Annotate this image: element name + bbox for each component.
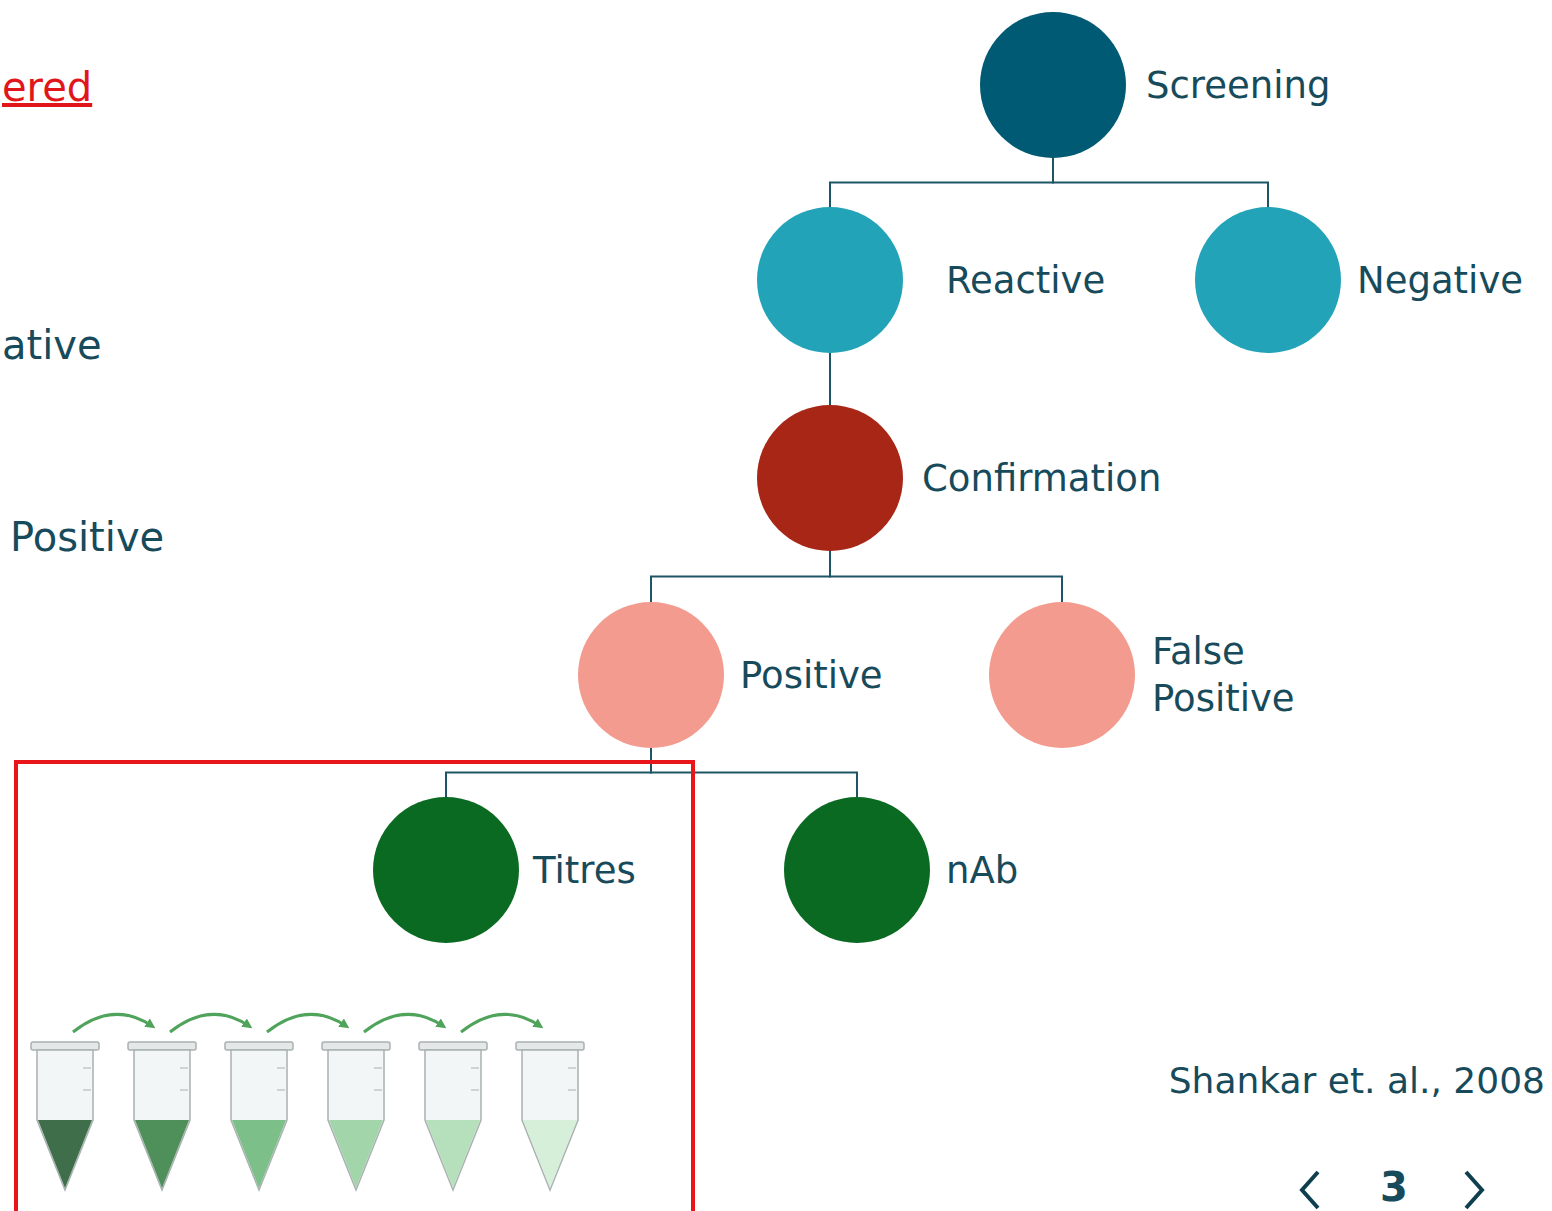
tree-node: False Positive (989, 602, 1346, 748)
citation: Shankar et. al., 2008 (1169, 1060, 1545, 1101)
tree-node: Screening (980, 12, 1334, 158)
node-circle (989, 602, 1135, 748)
node-label: Titres (533, 847, 636, 894)
highlight-frame (16, 762, 693, 1211)
slide-text: Positive (10, 514, 164, 560)
node-circle (980, 12, 1126, 158)
transfer-arrow (170, 1014, 249, 1032)
node-label: nAb (946, 847, 1018, 894)
tube (322, 1042, 390, 1190)
tube (31, 1042, 99, 1190)
node-label: Confirmation (922, 455, 1161, 502)
tree-connector (446, 748, 651, 797)
tree-connector (829, 353, 831, 405)
node-label: Screening (1146, 62, 1330, 109)
tree-node: Titres (373, 797, 640, 943)
node-circle (784, 797, 930, 943)
transfer-arrow (461, 1014, 540, 1032)
transfer-arrow (73, 1014, 152, 1032)
tree-connector (830, 551, 1062, 602)
node-circle (373, 797, 519, 943)
tree-node: Negative (1195, 207, 1527, 353)
tube (419, 1042, 487, 1190)
transfer-arrow (267, 1014, 346, 1032)
tube (128, 1042, 196, 1190)
tree-connector (651, 748, 857, 797)
tree-connector (1053, 158, 1268, 207)
tree-connector (830, 158, 1053, 207)
page-number: 3 (1380, 1164, 1408, 1210)
slide-link-text: ered (2, 64, 92, 110)
node-circle (578, 602, 724, 748)
tree-node: Positive (578, 602, 887, 748)
tree-connector (651, 551, 830, 602)
prev-chevron (1302, 1172, 1318, 1208)
transfer-arrow (364, 1014, 443, 1032)
node-label: Positive (740, 652, 883, 699)
tree-node: nAb (784, 797, 1022, 943)
tube (516, 1042, 584, 1190)
slide-text: ative (2, 322, 102, 368)
node-label: False Positive (1152, 628, 1342, 722)
node-circle (757, 207, 903, 353)
tube (225, 1042, 293, 1190)
node-label: Negative (1357, 257, 1523, 304)
tree-node: Confirmation (757, 405, 1165, 551)
next-chevron (1466, 1172, 1482, 1208)
dilution-tubes (31, 1014, 584, 1190)
node-circle (757, 405, 903, 551)
node-label: Reactive (946, 257, 1105, 304)
tree-node: Reactive (757, 207, 1109, 353)
node-circle (1195, 207, 1341, 353)
